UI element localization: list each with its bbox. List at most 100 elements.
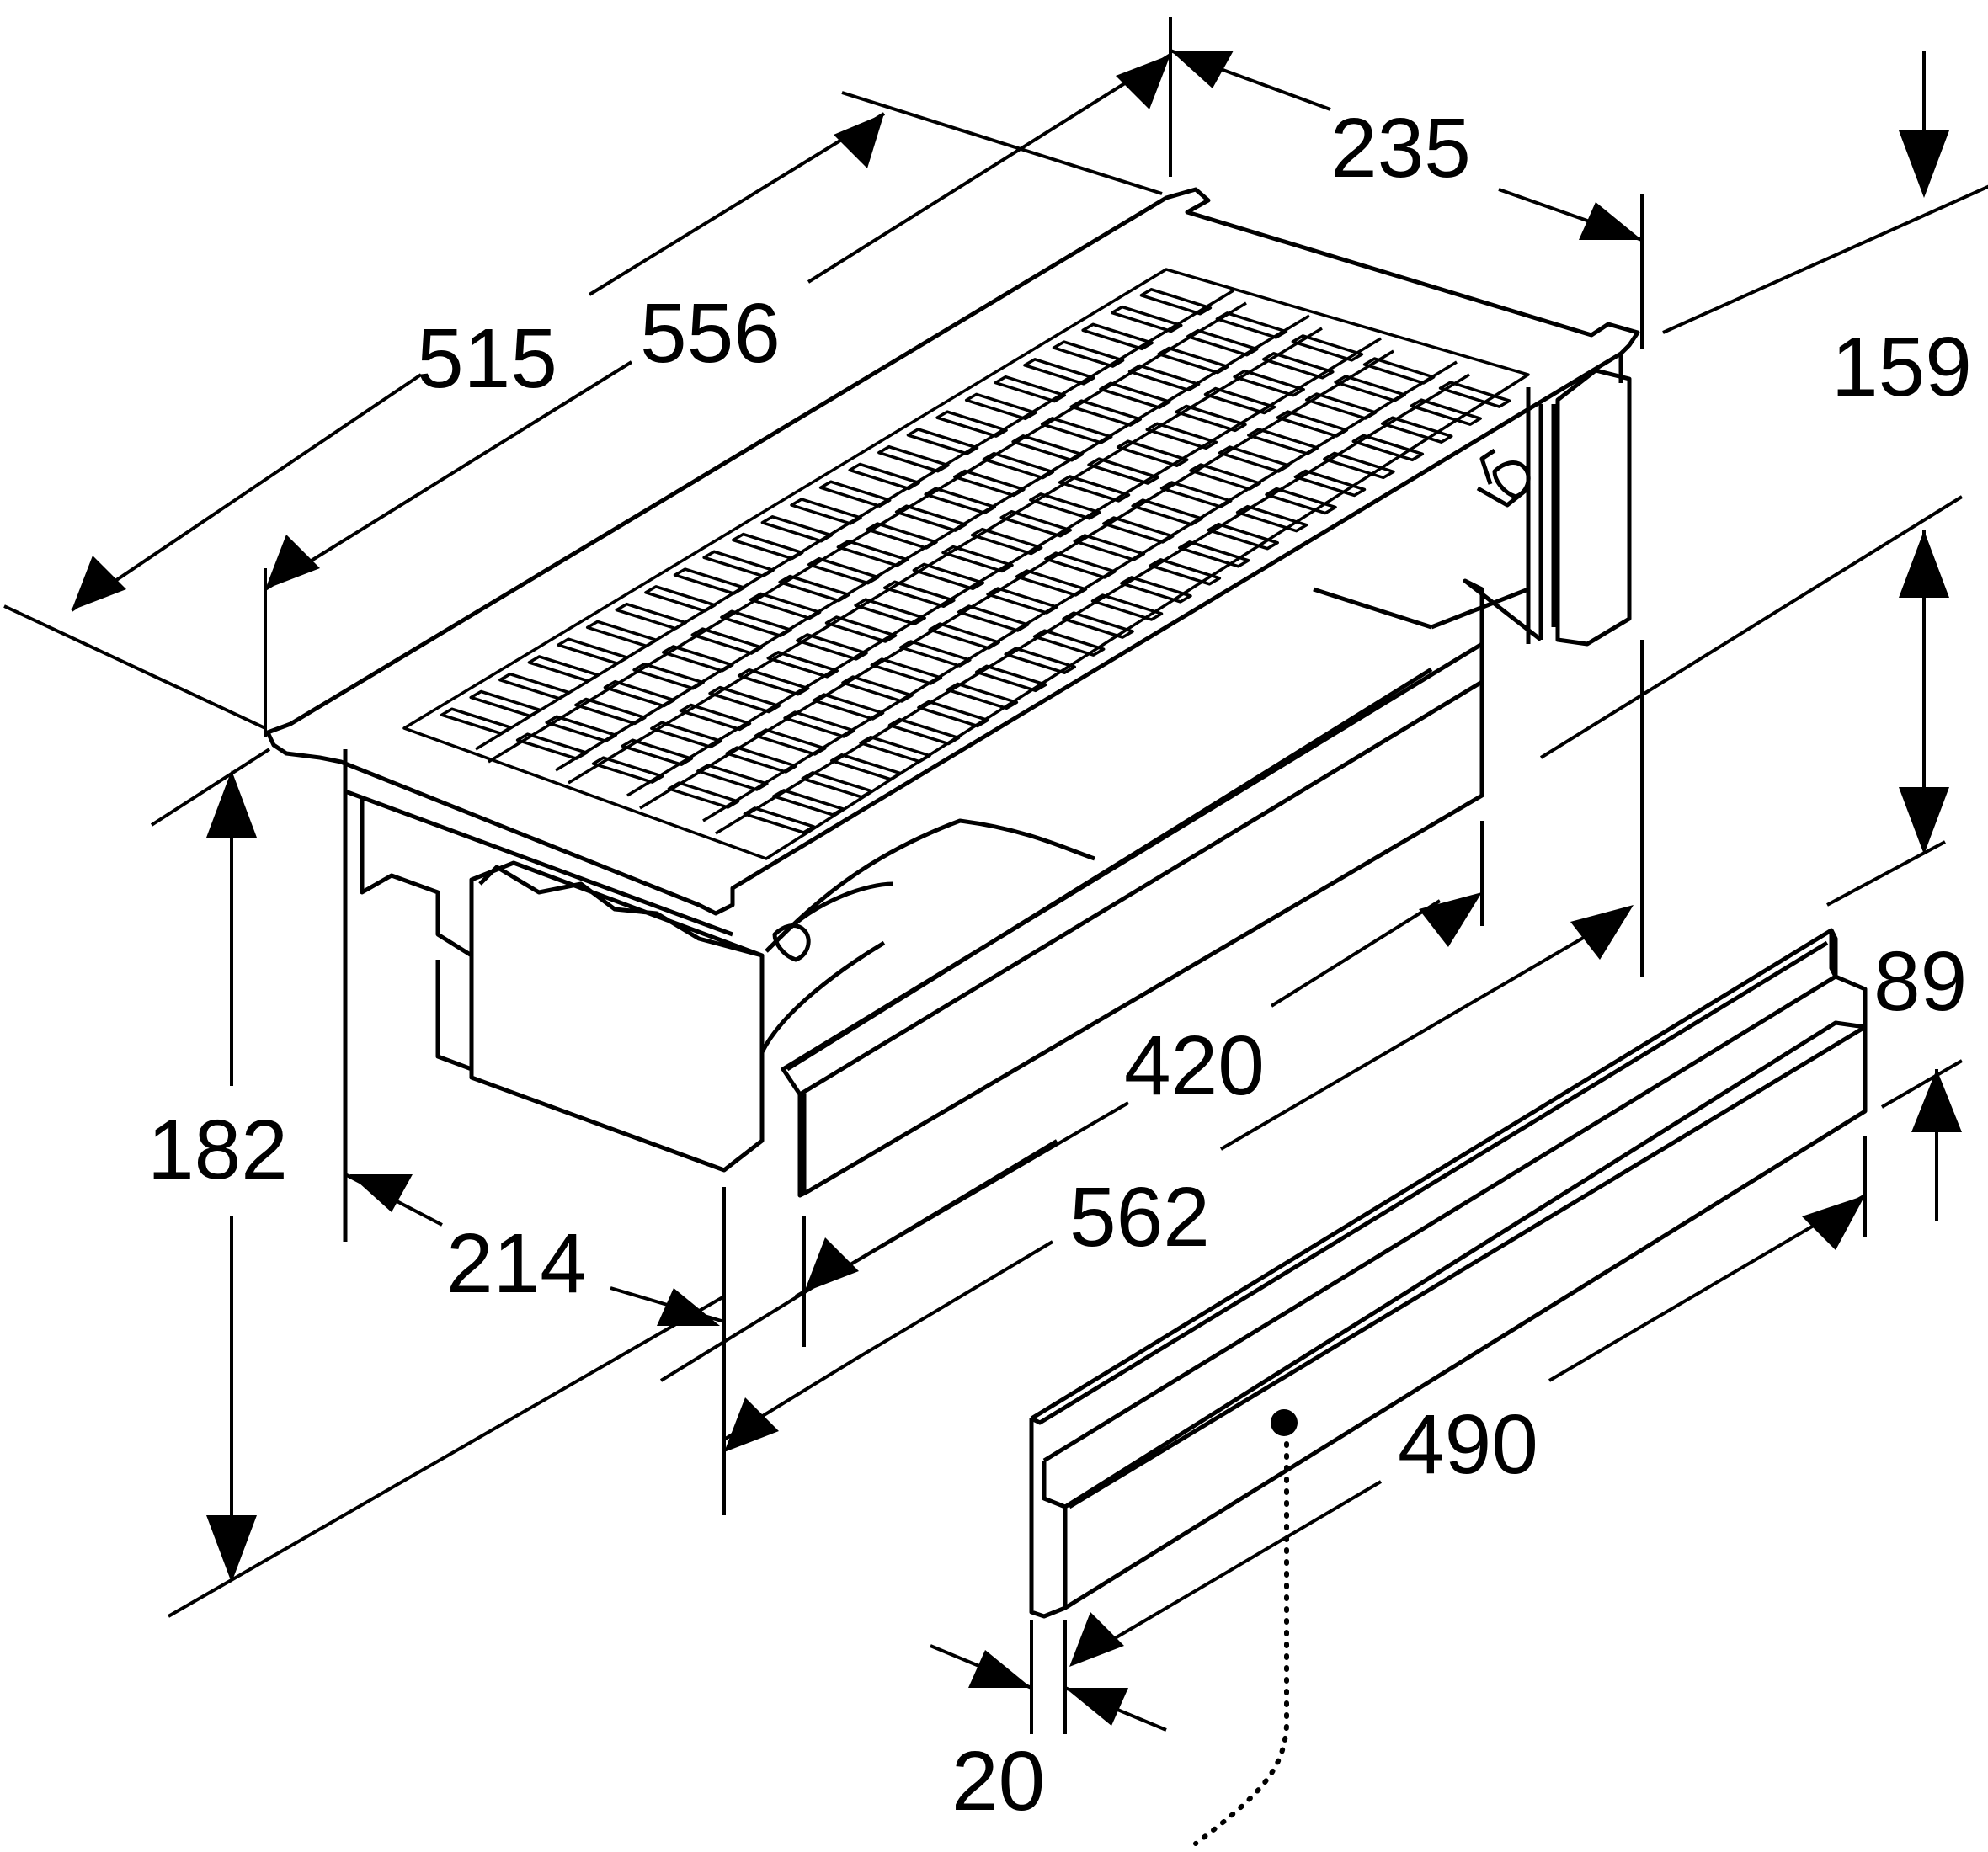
- grille-slat: [1362, 357, 1436, 385]
- grille-slat: [1186, 328, 1259, 357]
- grille-slat: [1233, 369, 1305, 397]
- grille-slat: [644, 585, 717, 613]
- grille-slat: [1011, 434, 1084, 462]
- main-unit: [265, 187, 1640, 1242]
- arrow-490-left: [1069, 1612, 1124, 1667]
- grille-frame: [402, 268, 1530, 860]
- arrow-515-bottom: [72, 556, 126, 610]
- label-20: 20: [951, 1734, 1045, 1828]
- grille-slat: [1062, 611, 1134, 639]
- grille-slat: [1139, 288, 1213, 316]
- grille-slat: [1265, 487, 1337, 515]
- grille-slat: [1099, 381, 1171, 409]
- label-235: 235: [1330, 101, 1471, 195]
- grille-slat: [650, 721, 722, 749]
- grille-slat: [732, 532, 804, 561]
- arrow-420-right: [1419, 892, 1482, 947]
- grille-slat: [1351, 434, 1425, 462]
- rail-dotted-leader: [1193, 1441, 1289, 1846]
- grille-slat: [1116, 439, 1189, 467]
- arrow-214-right: [657, 1288, 720, 1326]
- grille-slat: [1029, 492, 1101, 520]
- grille-slat: [1073, 534, 1146, 561]
- grille-slat: [859, 735, 931, 764]
- grille-slat: [615, 602, 688, 631]
- grille-slat: [778, 574, 850, 603]
- top-plate-outline: [265, 187, 1640, 916]
- rail-mounting-point: [1271, 1409, 1298, 1436]
- grille-slat: [1218, 445, 1291, 473]
- grille-slat: [982, 451, 1055, 480]
- grille-slat: [515, 732, 589, 760]
- grille-slat: [964, 392, 1037, 421]
- dimension-lines: [3, 17, 1988, 1734]
- grille-slat: [1127, 364, 1201, 392]
- dimension-labels: 235 515 556 159 89 420 182 214 562 490 2…: [147, 101, 1972, 1828]
- grille-slat: [953, 469, 1026, 498]
- grille-slat: [1159, 481, 1233, 508]
- grille-slat: [1145, 422, 1218, 450]
- label-562: 562: [1069, 1170, 1210, 1264]
- grille-slat: [999, 509, 1072, 538]
- front-rail: [781, 641, 1484, 1198]
- grille-slat: [1380, 416, 1453, 444]
- grille-slat: [854, 598, 926, 625]
- rail-body: [1029, 928, 1868, 1619]
- label-214: 214: [446, 1216, 587, 1311]
- grille-slat: [928, 622, 1000, 650]
- grille-slat: [690, 627, 764, 655]
- grille-slat: [1032, 629, 1106, 657]
- grille-slat: [702, 550, 775, 578]
- arrow-420-left: [804, 1237, 859, 1292]
- grille-slat: [1120, 576, 1192, 604]
- arrow-490-right: [1802, 1195, 1865, 1250]
- grille-slat: [912, 562, 985, 591]
- grille-slat: [824, 615, 898, 643]
- label-182: 182: [147, 1103, 288, 1197]
- arrow-562-left: [724, 1397, 779, 1452]
- grille-slat: [766, 651, 839, 679]
- grille-slat: [440, 707, 513, 735]
- grille-slat: [1215, 311, 1288, 339]
- arrow-159-lower-down: [1899, 787, 1949, 854]
- grille-slat: [661, 645, 734, 673]
- grille-slat: [1015, 569, 1088, 597]
- grille-slat: [754, 728, 827, 756]
- grille-slat: [591, 756, 664, 784]
- extension-lines: [3, 17, 1988, 1734]
- grille-slat: [1178, 540, 1250, 568]
- grille-slat: [772, 789, 845, 817]
- grille-slat: [1081, 322, 1154, 351]
- grille-slat: [696, 764, 769, 791]
- grille-slat: [1438, 381, 1511, 408]
- grille-slat: [1131, 498, 1203, 526]
- dim-line-420: [659, 899, 1442, 1382]
- grille-slat: [941, 545, 1014, 573]
- grille-slat: [924, 487, 996, 515]
- arrow-235-left: [1170, 51, 1234, 88]
- grille-slat: [1410, 398, 1482, 426]
- right-side: [1313, 368, 1632, 647]
- grille-slat: [848, 462, 920, 491]
- label-89: 89: [1873, 934, 1967, 1029]
- dim-line-556: [264, 53, 1172, 591]
- grille-slat: [1304, 392, 1378, 420]
- arrow-89-up: [1911, 1069, 1962, 1132]
- grille-slat: [1102, 516, 1175, 544]
- grille-slat: [1291, 334, 1364, 362]
- grille-slat: [1235, 504, 1308, 533]
- grille-slat: [894, 504, 967, 532]
- arrow-556-bottom: [265, 535, 320, 589]
- label-490: 490: [1398, 1397, 1538, 1492]
- label-515: 515: [417, 311, 557, 406]
- grille-slat: [1004, 647, 1076, 674]
- rail-lip: [1030, 940, 1829, 1425]
- grille-slat: [708, 685, 781, 714]
- grille-slat: [737, 668, 810, 696]
- grille-slat: [1023, 358, 1095, 386]
- label-420: 420: [1124, 1019, 1265, 1113]
- dim-line-20: [930, 1644, 1167, 1732]
- grille-slat: [621, 738, 693, 766]
- grille-slat: [970, 527, 1043, 556]
